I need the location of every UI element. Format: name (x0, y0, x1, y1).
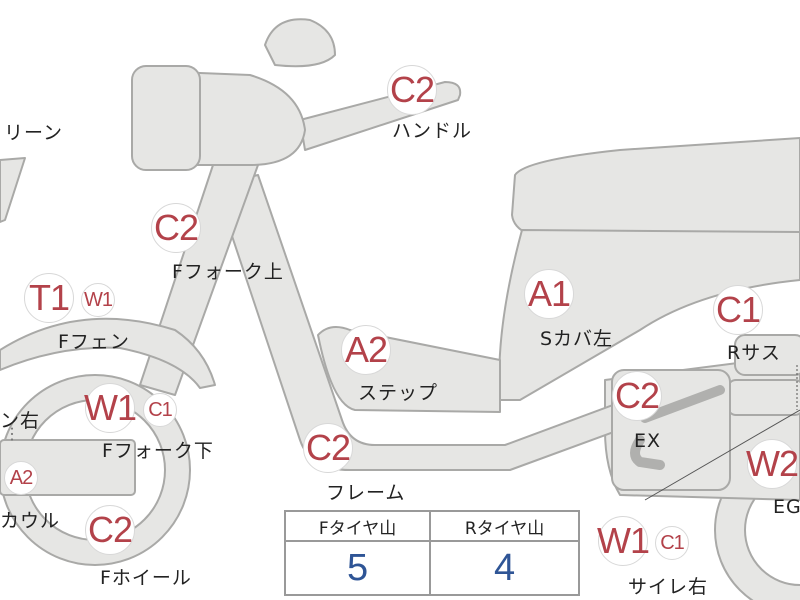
grade-badge-fork-upper: C2 (151, 203, 201, 253)
grade-badge-r-suspension: C1 (713, 285, 763, 335)
grade-sub-badge-fender: W1 (81, 283, 115, 317)
rear-wheel-hub (744, 474, 800, 586)
label-fork-upper: Fフォーク上 (172, 261, 284, 283)
rear-suspension (734, 334, 800, 376)
engine-leader-line (644, 409, 800, 501)
rear-tire-tread-header: Rタイヤ山 (429, 510, 580, 542)
label-exhaust: EX (634, 430, 662, 452)
label-right-side: ン右 (0, 410, 41, 432)
windscreen (0, 157, 26, 223)
label-cowl: カウル (0, 510, 61, 532)
grade-badge-muffler: W1 (597, 516, 650, 566)
label-screen: リーン (4, 122, 64, 144)
grade-badge-frame: C2 (303, 423, 353, 473)
head-cowl (174, 71, 306, 166)
label-muffler-right: サイレ右 (628, 576, 709, 598)
label-frame: フレーム (326, 482, 406, 504)
grade-sub-badge-fork-lower: C1 (143, 393, 177, 427)
label-fork-lower: Fフォーク下 (102, 440, 214, 462)
label-wheel: Fホイール (100, 567, 192, 589)
grade-sub-badge-muffler: C1 (655, 526, 689, 560)
side-cover (498, 229, 800, 401)
grade-badge-wheel: C2 (85, 505, 135, 555)
headlight (131, 65, 201, 171)
grade-badge-engine: W2 (746, 439, 799, 489)
rear-tire-tread-value: 4 (429, 540, 580, 596)
grade-badge-fender: T1 (24, 273, 74, 323)
front-fender (0, 317, 216, 389)
grade-badge-exhaust: C2 (612, 371, 662, 421)
grade-badge-fork-lower: W1 (84, 383, 137, 433)
grade-badge-handle: C2 (387, 65, 437, 115)
seat (511, 137, 800, 241)
front-tire-tread-value: 5 (283, 540, 432, 596)
grade-sub-badge-cowl: A2 (4, 461, 38, 495)
tire-tread-table: Fタイヤ山 Rタイヤ山 5 4 (283, 510, 580, 596)
grade-badge-step: A2 (341, 325, 391, 375)
fork-bolt-marks: ︙ (4, 425, 20, 444)
label-step: ステップ (358, 382, 439, 404)
label-engine: EG (773, 496, 800, 518)
label-handle: ハンドル (392, 120, 473, 142)
mirror (264, 18, 336, 68)
grade-badge-s-cover-left: A1 (524, 269, 574, 319)
label-r-suspension: Rサス (727, 342, 781, 364)
label-fender: Fフェン (58, 331, 130, 353)
front-tire-tread-header: Fタイヤ山 (283, 510, 432, 542)
rear-shock-body (727, 379, 800, 416)
label-s-cover-left: Sカバ左 (540, 328, 614, 350)
